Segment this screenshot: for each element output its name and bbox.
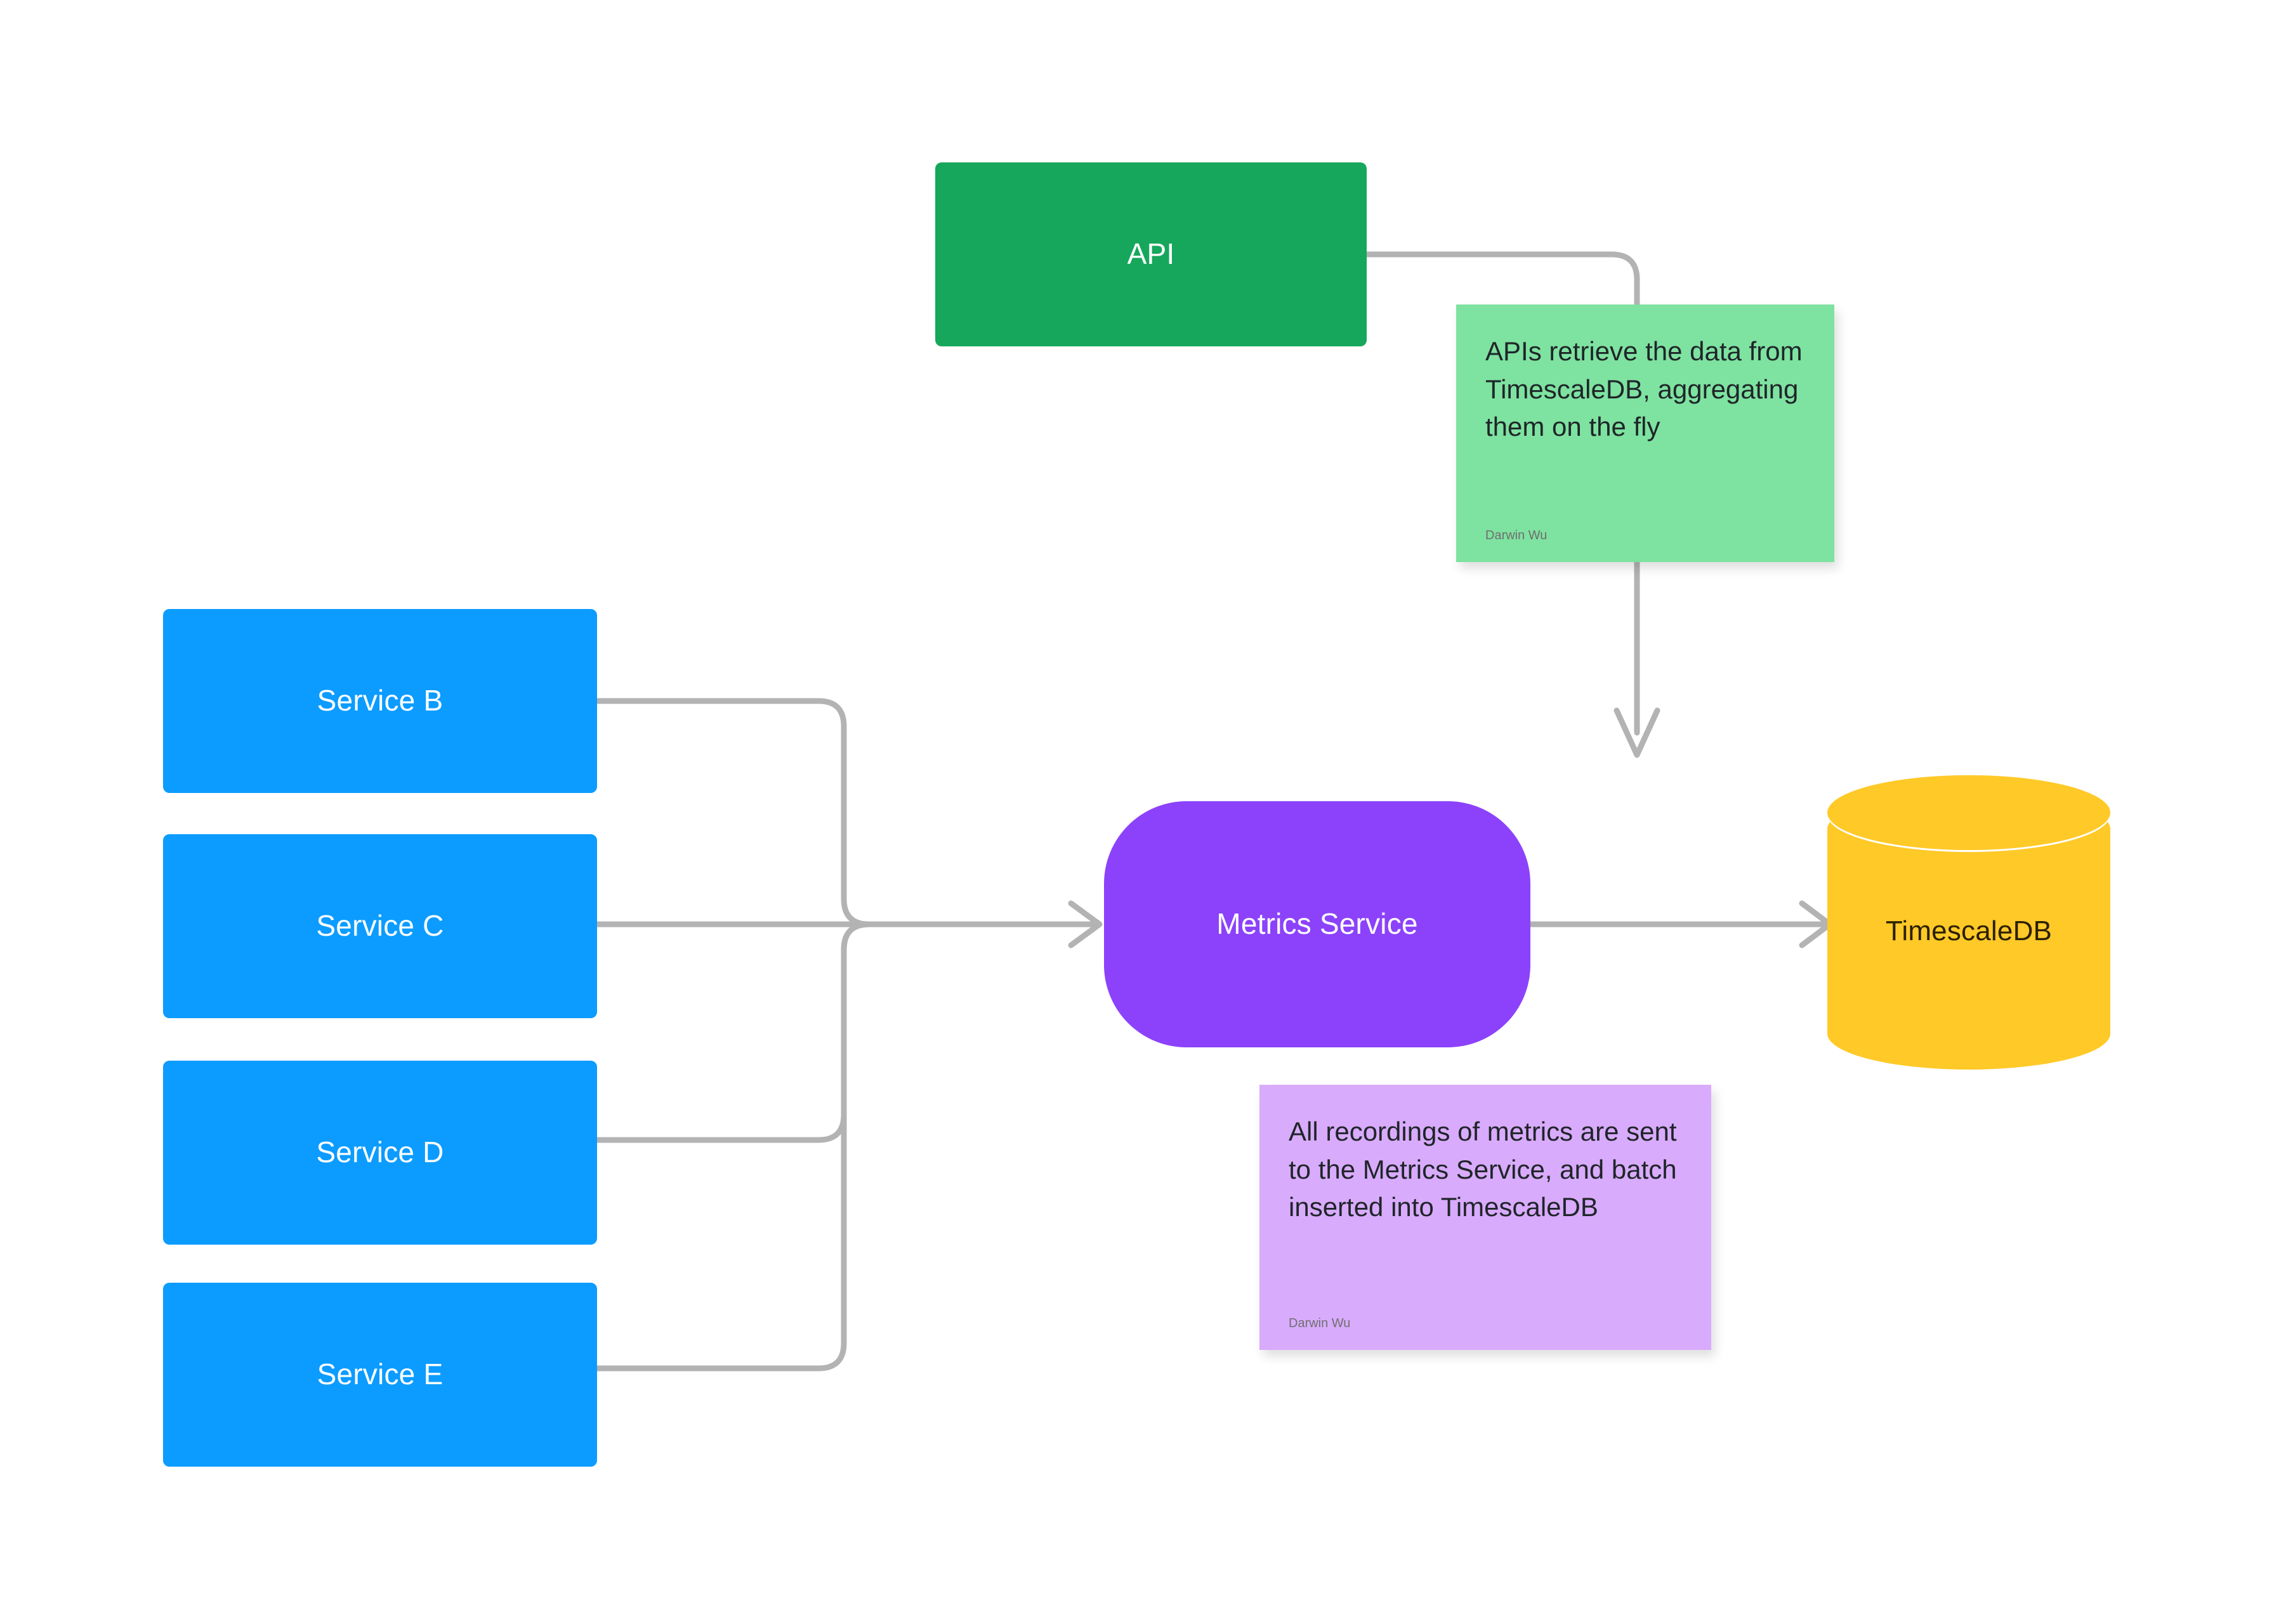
sticky-note-metrics-recording-author: Darwin Wu — [1289, 1316, 1351, 1330]
node-service-e[interactable]: Service E — [163, 1283, 597, 1467]
node-service-d-label: Service D — [316, 1136, 444, 1169]
arrowhead-trunk-to-metrics — [1068, 900, 1103, 948]
sticky-note-api-retrieval-author: Darwin Wu — [1485, 528, 1548, 542]
sticky-note-api-retrieval-text: APIs retrieve the data from TimescaleDB,… — [1485, 336, 1803, 442]
node-service-b-label: Service B — [317, 684, 444, 717]
arrowhead-metrics-to-timescaledb — [1799, 900, 1833, 948]
edge-service-b — [594, 698, 872, 927]
node-api-label: API — [1127, 237, 1175, 271]
node-metrics-service-label: Metrics Service — [1216, 907, 1418, 941]
node-service-b[interactable]: Service B — [163, 609, 597, 793]
node-timescaledb[interactable]: TimescaleDB — [1827, 775, 2110, 1087]
sticky-note-metrics-recording[interactable]: All recordings of metrics are sent to th… — [1259, 1085, 1711, 1350]
cylinder-top-ellipse-shape — [1827, 775, 2110, 850]
arrowhead-api-to-timescaledb — [1613, 707, 1660, 758]
edge-service-d — [594, 921, 872, 1143]
edge-service-e — [594, 921, 872, 1372]
node-service-e-label: Service E — [317, 1358, 444, 1391]
node-service-d[interactable]: Service D — [163, 1061, 597, 1245]
node-api[interactable]: API — [935, 162, 1367, 346]
sticky-note-metrics-recording-text: All recordings of metrics are sent to th… — [1289, 1116, 1677, 1222]
node-timescaledb-label: TimescaleDB — [1885, 915, 2053, 946]
sticky-note-api-retrieval[interactable]: APIs retrieve the data from TimescaleDB,… — [1456, 304, 1834, 562]
node-service-c[interactable]: Service C — [163, 834, 597, 1018]
node-metrics-service[interactable]: Metrics Service — [1104, 801, 1530, 1047]
node-service-c-label: Service C — [316, 909, 444, 943]
